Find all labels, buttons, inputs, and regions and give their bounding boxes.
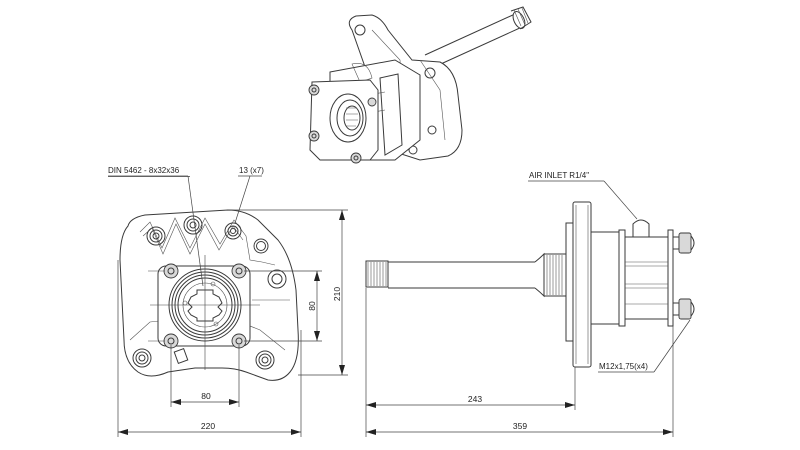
air-inlet-label: AIR INLET R1/4" — [529, 171, 589, 180]
hole-spec-label: 13 (x7) — [239, 166, 264, 175]
dim-243: 243 — [365, 288, 576, 437]
mounting-holes — [132, 215, 287, 370]
dim-80-vertical: 80 — [244, 270, 322, 342]
bolt-spec-label: M12x1,75(x4) — [599, 362, 648, 371]
iso-shaft — [424, 6, 532, 69]
front-leaders — [108, 175, 262, 287]
svg-text:80: 80 — [307, 301, 317, 311]
spline-spec-label: DIN 5462 - 8x32x36 — [108, 166, 180, 175]
svg-text:359: 359 — [513, 421, 527, 431]
iso-nuts — [308, 84, 377, 164]
side-body — [590, 219, 674, 327]
side-flange — [565, 201, 592, 368]
dim-359: 359 — [366, 326, 674, 437]
svg-text:80: 80 — [201, 391, 211, 401]
side-view: AIR INLET R1/4" M12x1,75(x4) 243 359 — [365, 171, 695, 437]
iso-front-flange — [308, 79, 379, 164]
svg-text:243: 243 — [468, 394, 482, 404]
dim-220-horizontal: 220 — [117, 260, 302, 437]
dim-210-vertical: 210 — [228, 209, 348, 376]
side-leaders — [528, 180, 691, 373]
dim-80-horizontal: 80 — [170, 345, 240, 407]
svg-text:220: 220 — [201, 421, 215, 431]
isometric-view — [308, 6, 532, 164]
side-nuts — [672, 232, 695, 320]
svg-text:210: 210 — [332, 287, 342, 301]
front-view: DIN 5462 - 8x32x36 13 (x7) 80 210 80 — [108, 166, 348, 437]
side-shaft — [365, 252, 567, 298]
front-air-fitting — [173, 348, 189, 364]
